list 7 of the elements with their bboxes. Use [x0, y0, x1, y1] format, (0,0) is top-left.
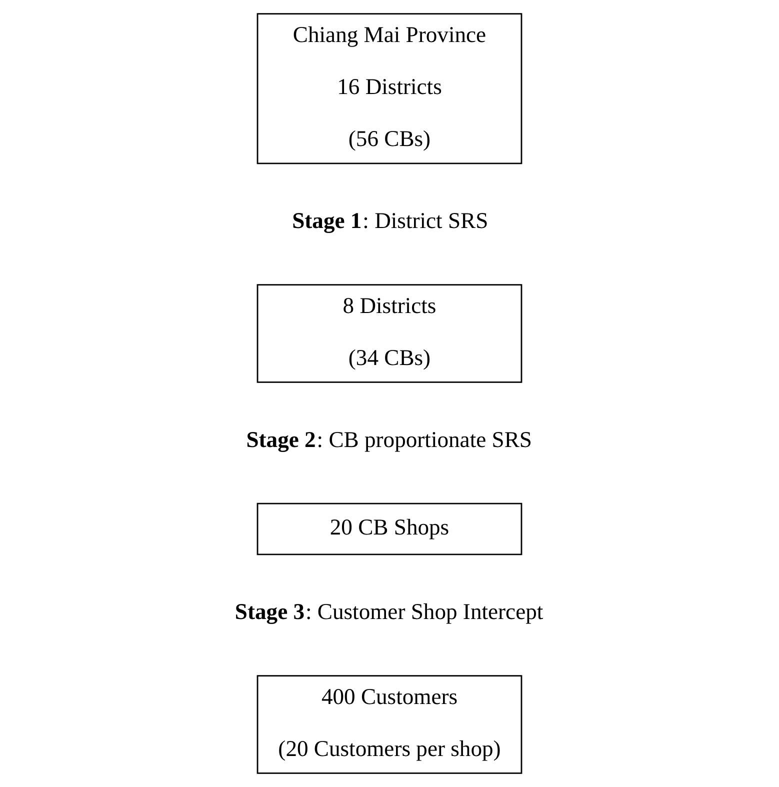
label: Stage 2: CB proportionate SRS: [246, 426, 532, 452]
node-box: 400 Customers (20 Customers per shop): [256, 675, 522, 774]
node-box: 20 CB Shops: [256, 502, 522, 556]
node-box: 8 Districts (34 CBs): [256, 284, 522, 383]
label: Stage 3: Customer Shop Intercept: [234, 599, 544, 624]
label: Stage 1: District SRS: [292, 208, 488, 234]
node-box: Chiang Mai Province 16 Districts (56 CBs): [256, 13, 522, 164]
